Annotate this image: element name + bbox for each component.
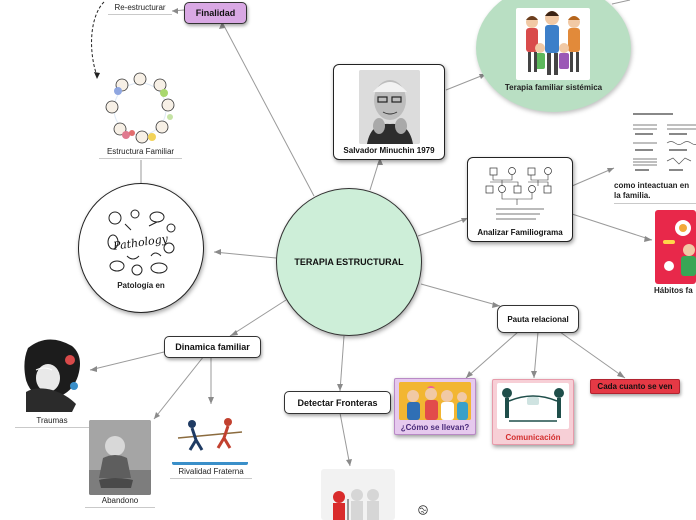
arrow-interactuan	[607, 168, 614, 173]
family-illustration	[516, 8, 590, 80]
arrow-habitos	[644, 236, 652, 242]
sistemica-label: Terapia familiar sistémica	[504, 83, 603, 92]
patologia-node[interactable]: Pathology Patología en	[78, 183, 204, 313]
arrow-reestructurar	[172, 8, 178, 14]
arrow-comunicacion	[531, 371, 537, 378]
genogram-image	[482, 162, 558, 226]
interactuan-label[interactable]: como inteactuan en la familia.	[614, 181, 696, 204]
rivalidad-label[interactable]: Rivalidad Fraterna	[170, 467, 252, 479]
link-dinamica-traumas	[89, 351, 165, 371]
arrow-patologia	[214, 249, 221, 255]
link-familiograma-interactuan	[571, 167, 615, 187]
arrow-dashed	[94, 72, 100, 79]
communication-image	[497, 383, 569, 429]
link-pauta-comunicacion	[533, 331, 539, 379]
finalidad-node[interactable]: Finalidad	[184, 2, 247, 24]
estructura-familiar-label[interactable]: Estructura Familiar	[99, 147, 182, 159]
salvador-node[interactable]: Salvador Minuchin 1979	[333, 64, 445, 160]
arrow-finalidad	[219, 22, 225, 29]
habitos-label[interactable]: Hábitos fa	[654, 286, 693, 295]
pathology-doodle-image: Pathology	[105, 208, 177, 278]
central-topic-label: TERAPIA ESTRUCTURAL	[294, 257, 404, 267]
habits-image	[655, 210, 696, 284]
pauta-node[interactable]: Pauta relacional	[497, 305, 579, 333]
traumas-label[interactable]: Traumas	[15, 416, 89, 428]
arrow-dinamica	[230, 330, 238, 336]
arrow-familiograma	[461, 218, 468, 223]
minuchin-photo	[359, 70, 420, 144]
link-center-finalidad	[221, 21, 315, 197]
abandoned-child-image	[89, 420, 151, 495]
link-center-patologia	[213, 251, 277, 259]
link-center-pauta	[420, 283, 501, 307]
comunicacion-label: Comunicación	[505, 433, 561, 442]
link-detectar-image	[339, 412, 351, 467]
cada-cuanto-node[interactable]: Cada cuanto se ven	[590, 379, 680, 394]
interaction-chart-image	[627, 107, 696, 177]
boundaries-image	[321, 469, 395, 520]
arrow-comollevan	[466, 371, 473, 378]
link-familiograma-habitos	[571, 213, 653, 241]
patologia-label: Patología en	[117, 281, 165, 290]
como-llevan-node[interactable]: ¿Cómo se llevan?	[394, 378, 476, 435]
arrow-traumas	[90, 366, 97, 372]
pauta-label: Pauta relacional	[507, 314, 569, 324]
dashed-link-reestructurar-estructura	[91, 1, 105, 77]
arrow-abandono	[154, 412, 160, 419]
link-dinamica-abandono	[153, 355, 205, 420]
arrow-detectar-image	[346, 459, 352, 466]
abandono-label[interactable]: Abandono	[85, 496, 155, 508]
pathology-art-text: Pathology	[111, 232, 169, 253]
link-pauta-comollevan	[465, 331, 519, 379]
link-center-detectar	[339, 335, 345, 392]
arrow-salvador	[377, 158, 383, 165]
finalidad-label: Finalidad	[195, 8, 236, 18]
comunicacion-node[interactable]: Comunicación	[492, 379, 574, 445]
cada-cuanto-label: Cada cuanto se ven	[597, 382, 673, 391]
tug-of-war-image	[172, 406, 248, 465]
arrow-rivalidad	[208, 397, 214, 404]
globe-icon[interactable]	[418, 502, 428, 515]
como-llevan-label: ¿Cómo se llevan?	[400, 423, 470, 432]
link-center-familiograma	[417, 217, 469, 237]
dinamica-node[interactable]: Dinamica familiar	[164, 336, 261, 358]
detectar-label: Detectar Fronteras	[297, 397, 378, 408]
dinamica-label: Dinamica familiar	[175, 342, 250, 352]
central-topic[interactable]: TERAPIA ESTRUCTURAL	[276, 188, 422, 336]
familiograma-label: Analizar Familiograma	[477, 228, 563, 237]
detectar-node[interactable]: Detectar Fronteras	[284, 391, 391, 414]
salvador-label: Salvador Minuchin 1979	[343, 146, 435, 155]
arrow-detectar	[337, 384, 343, 391]
trauma-image	[18, 330, 86, 412]
family-drawing-image	[102, 71, 178, 147]
link-center-dinamica	[229, 299, 287, 337]
link-pauta-cadacuanto	[559, 331, 626, 379]
link-salvador-sistemica	[445, 73, 487, 91]
people-talking-image	[399, 382, 471, 420]
arrow-cadacuanto	[617, 371, 625, 378]
familiograma-node[interactable]: Analizar Familiograma	[467, 157, 573, 242]
link-sistemica-offscreen	[611, 0, 631, 5]
sistemica-node[interactable]: Terapia familiar sistémica	[476, 0, 631, 112]
reestructurar-label[interactable]: Re-estructurar	[108, 3, 172, 15]
